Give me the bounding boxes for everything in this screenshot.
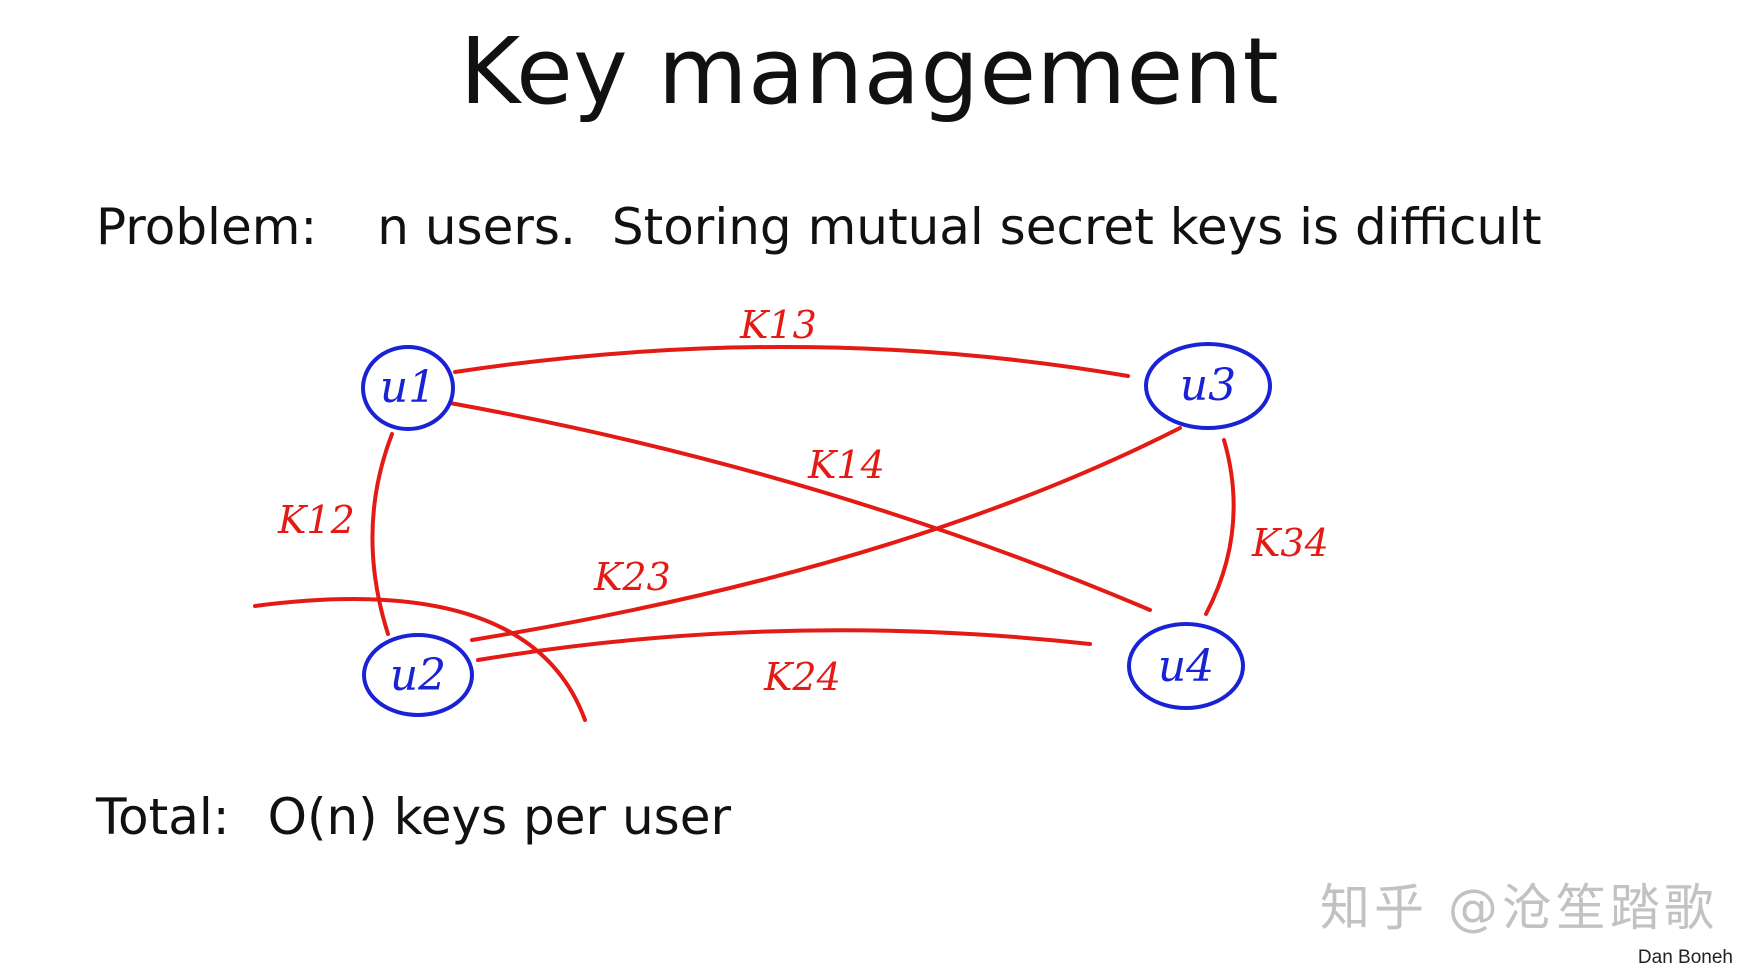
node-label-u1: u1 xyxy=(380,362,436,413)
edge-label-k14: K14 xyxy=(807,443,885,487)
node-label-u4: u4 xyxy=(1158,641,1214,692)
edge-label-k23: K23 xyxy=(593,555,671,599)
edge-label-k24: K24 xyxy=(763,655,841,699)
edge-label-k13: K13 xyxy=(739,303,817,347)
edges xyxy=(253,344,1236,722)
slide-title: Key management xyxy=(459,18,1280,125)
edge-u1-u3 xyxy=(453,344,1130,378)
total-statement: Total: O(n) keys per user xyxy=(96,788,731,846)
watermark-text: 知乎 @沧笙踏歌 xyxy=(1320,879,1718,937)
edge-u1-u4 xyxy=(448,401,1152,612)
edge-u3-u4 xyxy=(1204,438,1236,616)
edge-u2-u4 xyxy=(476,628,1092,662)
edge-u2-u3 xyxy=(470,426,1182,642)
problem-users: n users. xyxy=(377,198,576,256)
author-credit: Dan Boneh xyxy=(1637,947,1733,968)
node-u4 xyxy=(1127,622,1245,710)
node-label-u2: u2 xyxy=(390,650,446,701)
node-u1 xyxy=(361,345,455,431)
edge-label-k12: K12 xyxy=(277,498,355,542)
total-value: O(n) keys per user xyxy=(267,788,732,846)
problem-description: Storing mutual secret keys is difficult xyxy=(611,198,1542,256)
nodes xyxy=(361,342,1272,717)
node-labels: u1 u2 u3 u4 xyxy=(380,360,1236,701)
problem-label: Problem: xyxy=(96,198,318,256)
edge-u1-u2 xyxy=(370,432,394,636)
edge-labels: K13 K12 K14 K23 K24 K34 xyxy=(277,303,1329,699)
node-u2 xyxy=(362,633,474,717)
node-u3 xyxy=(1144,342,1272,430)
cut-curve xyxy=(253,597,587,722)
node-label-u3: u3 xyxy=(1180,360,1236,411)
total-label: Total: xyxy=(96,788,230,846)
problem-statement: Problem: n users. Storing mutual secret ke… xyxy=(96,198,1542,256)
edge-label-k34: K34 xyxy=(1251,521,1329,565)
